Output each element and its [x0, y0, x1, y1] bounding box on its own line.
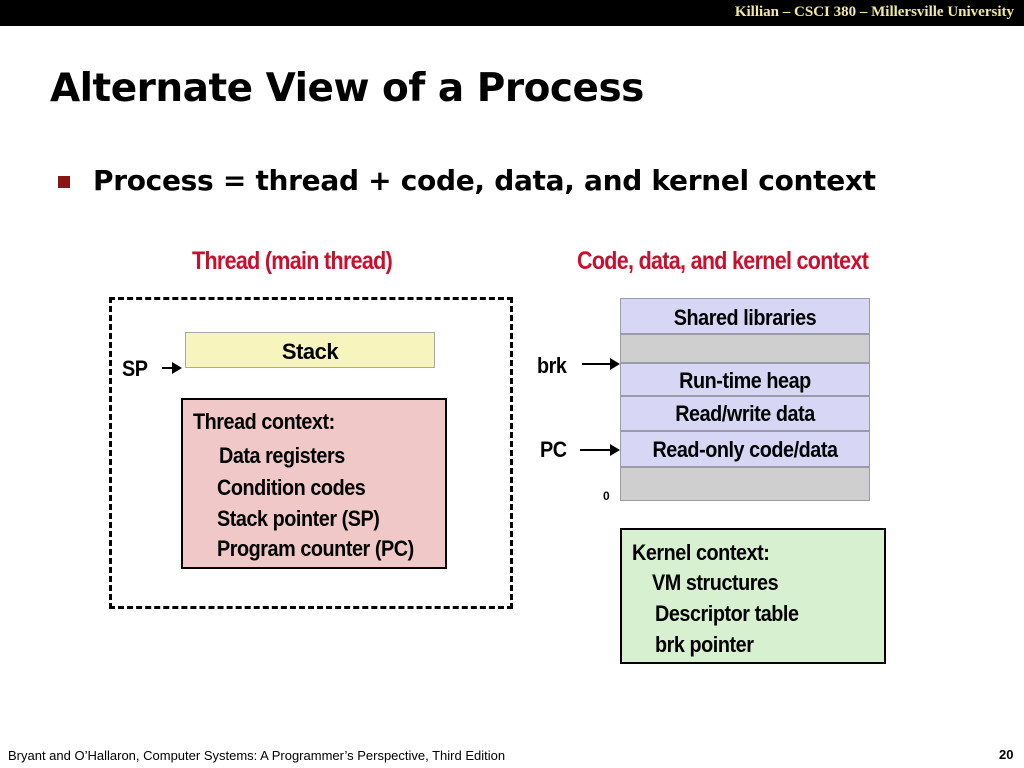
kernel-context-title: Kernel context: — [632, 540, 770, 565]
kernel-item: brk pointer — [655, 632, 754, 657]
segment-gap-upper — [620, 334, 870, 363]
footer-citation: Bryant and O’Hallaron, Computer Systems:… — [8, 748, 506, 763]
thread-context-title: Thread context: — [193, 409, 335, 434]
brk-arrow-icon — [582, 358, 620, 370]
thread-heading: Thread (main thread) — [192, 247, 393, 275]
stack-label: Stack — [281, 339, 339, 364]
code-data-kernel-heading: Code, data, and kernel context — [577, 247, 869, 275]
page-number: 20 — [999, 747, 1014, 762]
segment-gap-lower — [620, 467, 870, 501]
bullet-square-icon — [58, 176, 70, 188]
context-item: Data registers — [219, 443, 345, 468]
sp-arrow-icon — [162, 362, 182, 374]
stack-box: Stack — [185, 332, 435, 368]
pc-arrow-icon — [580, 444, 620, 456]
context-item: Condition codes — [217, 475, 366, 500]
brk-label: brk — [537, 353, 567, 378]
segment-read-only-code: Read-only code/data — [620, 431, 870, 467]
context-item: Program counter (PC) — [217, 536, 414, 561]
thread-context-box: Thread context: Data registers Condition… — [181, 398, 447, 569]
bullet-text: Process = thread + code, data, and kerne… — [93, 164, 876, 197]
kernel-context-box: Kernel context: VM structures Descriptor… — [620, 528, 886, 664]
segment-shared-libraries: Shared libraries — [620, 298, 870, 334]
course-banner: Killian – CSCI 380 – Millersville Univer… — [734, 4, 1014, 20]
context-item: Stack pointer (SP) — [217, 506, 380, 531]
sp-label: SP — [122, 356, 148, 381]
segment-runtime-heap: Run-time heap — [620, 363, 870, 396]
segment-read-write-data: Read/write data — [620, 396, 870, 431]
header-bar: Killian – CSCI 380 – Millersville Univer… — [0, 0, 1024, 26]
kernel-item: Descriptor table — [655, 601, 799, 626]
address-zero-label: 0 — [603, 489, 610, 503]
kernel-item: VM structures — [652, 570, 779, 595]
thread-boundary — [109, 297, 513, 609]
pc-label: PC — [540, 437, 567, 462]
slide-title: Alternate View of a Process — [50, 66, 644, 111]
